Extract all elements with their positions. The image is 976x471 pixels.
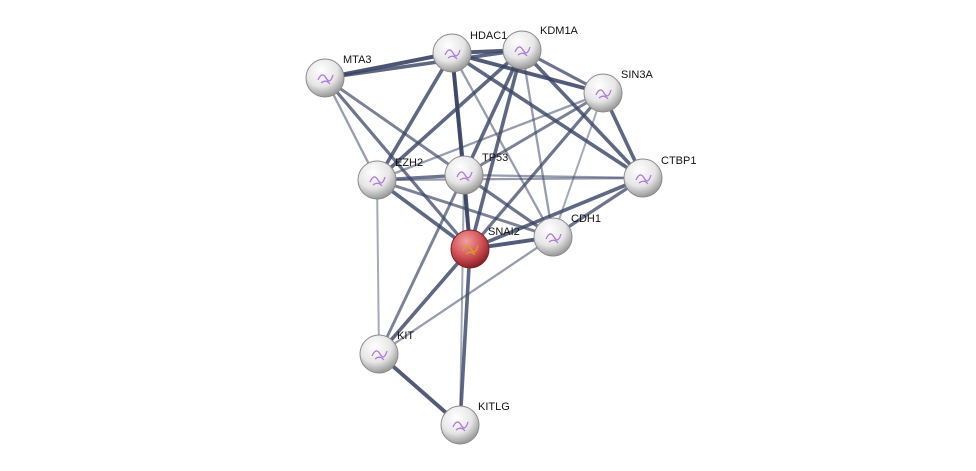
edge-kdm1a-cdh1[interactable] <box>520 49 555 238</box>
edge-mta3-tp53[interactable] <box>324 76 465 177</box>
node-sphere[interactable] <box>432 33 472 73</box>
protein-structure-icon <box>545 233 562 244</box>
edge-mta3-kdm1a[interactable] <box>324 48 523 80</box>
edge-snai2-kitlg[interactable] <box>458 248 472 426</box>
node-kdm1a[interactable]: KDM1A <box>502 25 579 70</box>
node-label: SNAI2 <box>488 226 520 238</box>
node-label: KITLG <box>478 401 510 413</box>
node-sphere[interactable] <box>623 158 663 198</box>
node-sphere[interactable] <box>359 334 399 374</box>
edge-hdac1-sin3a[interactable] <box>451 51 604 95</box>
edge-kdm1a-ezh2[interactable] <box>375 48 524 182</box>
node-label: CDH1 <box>571 213 601 225</box>
edge-snai2-kit[interactable] <box>377 247 472 356</box>
protein-structure-icon <box>452 421 469 432</box>
node-label: HDAC1 <box>470 30 507 42</box>
protein-structure-icon <box>369 176 386 187</box>
edge-cdh1-kit[interactable] <box>378 236 554 355</box>
node-label: MTA3 <box>343 54 372 66</box>
edge-tp53-kit[interactable] <box>377 174 466 355</box>
node-ctbp1[interactable]: CTBP1 <box>623 155 696 198</box>
edge-sin3a-ezh2[interactable] <box>376 91 604 182</box>
protein-structure-icon <box>317 74 334 85</box>
edge-kdm1a-tp53[interactable] <box>462 49 524 176</box>
node-label: KIT <box>397 330 414 342</box>
node-label: KDM1A <box>540 25 579 37</box>
edge-ctbp1-snai2[interactable] <box>469 176 644 251</box>
edge-ezh2-kit[interactable] <box>376 179 380 355</box>
protein-structure-icon <box>456 171 473 182</box>
node-sphere[interactable] <box>583 73 623 113</box>
node-label: CTBP1 <box>661 155 696 167</box>
protein-structure-icon <box>595 89 612 100</box>
node-label: TP53 <box>482 152 508 164</box>
node-sphere[interactable] <box>450 229 490 269</box>
node-label: EZH2 <box>395 157 423 169</box>
edge-kdm1a-snai2[interactable] <box>468 49 524 250</box>
node-hdac1[interactable]: HDAC1 <box>432 30 507 73</box>
protein-structure-icon <box>635 174 652 185</box>
edge-tp53-kitlg[interactable] <box>459 174 465 426</box>
node-kitlg[interactable]: KITLG <box>440 401 510 445</box>
node-sphere[interactable] <box>444 155 484 195</box>
node-mta3[interactable]: MTA3 <box>305 54 372 98</box>
node-cdh1[interactable]: CDH1 <box>533 213 601 257</box>
node-tp53[interactable]: TP53 <box>444 152 508 195</box>
node-snai2[interactable]: SNAI2 <box>450 226 520 269</box>
node-sphere[interactable] <box>533 217 573 257</box>
node-sphere[interactable] <box>305 58 345 98</box>
edge-sin3a-snai2[interactable] <box>468 91 605 251</box>
node-sphere[interactable] <box>440 405 480 445</box>
node-kit[interactable]: KIT <box>359 330 414 374</box>
edge-tp53-ctbp1[interactable] <box>463 173 644 180</box>
node-sphere[interactable] <box>357 160 397 200</box>
edge-hdac1-cdh1[interactable] <box>450 52 555 238</box>
protein-structure-icon <box>371 350 388 361</box>
protein-structure-icon <box>514 46 531 57</box>
edge-kdm1a-ctbp1[interactable] <box>520 48 645 180</box>
protein-structure-icon <box>444 49 461 60</box>
edge-hdac1-ezh2[interactable] <box>375 52 454 181</box>
node-sphere[interactable] <box>502 30 542 70</box>
node-ezh2[interactable]: EZH2 <box>357 157 423 200</box>
edge-sin3a-tp53[interactable] <box>463 91 604 177</box>
protein-structure-icon <box>462 245 479 256</box>
node-label: SIN3A <box>621 69 653 81</box>
node-sin3a[interactable]: SIN3A <box>583 69 653 113</box>
